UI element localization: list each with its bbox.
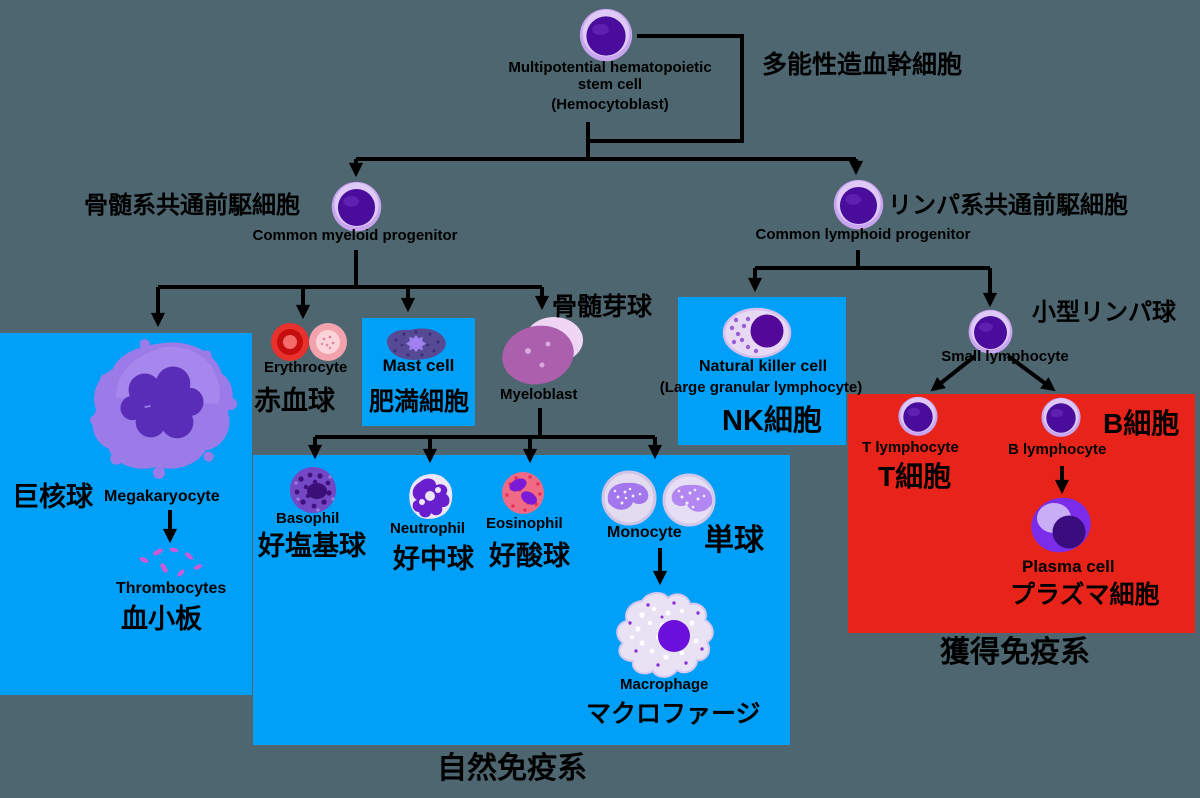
small-lymphocyte-label-en: Small lymphocyte: [941, 348, 1069, 365]
t-lymphocyte-label-en: T lymphocyte: [862, 439, 959, 456]
stem-cell-label-en: Multipotential hematopoietic stem cell (…: [508, 59, 712, 113]
macrophage-icon: [612, 588, 716, 680]
macrophage-label-ja: マクロファージ: [586, 700, 761, 728]
b-lymphocyte-label-en: B lymphocyte: [1008, 441, 1107, 458]
plasma-cell-label-ja: プラズマ細胞: [1010, 581, 1160, 609]
erythrocyte-label-en: Erythrocyte: [264, 359, 348, 376]
monocyte-label-en: Monocyte: [607, 524, 682, 541]
eosinophil-label-en: Eosinophil: [486, 515, 563, 532]
mast-cell-label-ja: 肥満細胞: [368, 388, 469, 416]
nk-label-en1: Natural killer cell: [698, 358, 828, 375]
nk-label-en2: (Large granular lymphocyte): [659, 379, 863, 396]
adaptive-immune-label-ja: 獲得免疫系: [940, 636, 1090, 669]
stem-cell-icon: [578, 8, 634, 64]
neutrophil-label-en: Neutrophil: [390, 520, 465, 537]
nk-label-ja: NK細胞: [722, 405, 822, 437]
adaptive-immune-panel: [848, 394, 1195, 633]
nk-cell-icon: [720, 305, 794, 361]
erythrocyte-label-ja: 赤血球: [254, 386, 335, 416]
thrombocytes-label-en: Thrombocytes: [116, 580, 227, 597]
clp-label-ja: リンパ系共通前駆細胞: [888, 192, 1128, 219]
plasma-cell-label-en: Plasma cell: [1022, 557, 1115, 576]
plasma-cell-icon: [1029, 493, 1093, 557]
small-lymphocyte-label-ja: 小型リンパ球: [1032, 299, 1176, 326]
t-lymphocyte-label-ja: T細胞: [878, 461, 952, 492]
monocyte-icon: [600, 469, 720, 527]
neutrophil-icon: [406, 472, 454, 522]
thrombocytes-icon: [132, 544, 208, 582]
cmp-label-en: Common myeloid progenitor: [252, 227, 458, 244]
clp-cell-icon: [832, 179, 885, 232]
basophil-label-en: Basophil: [276, 510, 340, 527]
basophil-icon: [288, 465, 338, 515]
b-lymphocyte-label-ja: B細胞: [1103, 408, 1180, 439]
megakaryocyte-icon: [86, 337, 240, 481]
myeloblast-label-ja: 骨髄芽球: [552, 293, 653, 321]
erythrocyte-icon: [270, 321, 350, 363]
stem-cell-label-ja: 多能性造血幹細胞: [762, 51, 963, 79]
innate-immune-label-ja: 自然免疫系: [437, 752, 587, 785]
t-lymphocyte-icon: [897, 396, 939, 438]
megakaryocyte-label-ja: 巨核球: [12, 482, 93, 512]
monocyte-label-ja: 単球: [704, 524, 764, 557]
mast-cell-label-en: Mast cell: [382, 356, 455, 375]
mast-cell-icon: [380, 324, 452, 364]
eosinophil-icon: [500, 470, 546, 516]
megakaryocyte-label-en: Megakaryocyte: [104, 488, 220, 505]
neutrophil-label-ja: 好中球: [393, 544, 474, 574]
basophil-label-ja: 好塩基球: [258, 531, 366, 561]
macrophage-label-en: Macrophage: [620, 676, 709, 693]
b-lymphocyte-icon: [1040, 397, 1082, 439]
eosinophil-label-ja: 好酸球: [489, 541, 570, 571]
cmp-label-ja: 骨髄系共通前駆細胞: [84, 192, 300, 219]
myeloblast-icon: [498, 314, 584, 388]
thrombocytes-label-ja: 血小板: [121, 604, 202, 634]
myeloblast-label-en: Myeloblast: [500, 386, 578, 403]
clp-label-en: Common lymphoid progenitor: [755, 226, 971, 243]
